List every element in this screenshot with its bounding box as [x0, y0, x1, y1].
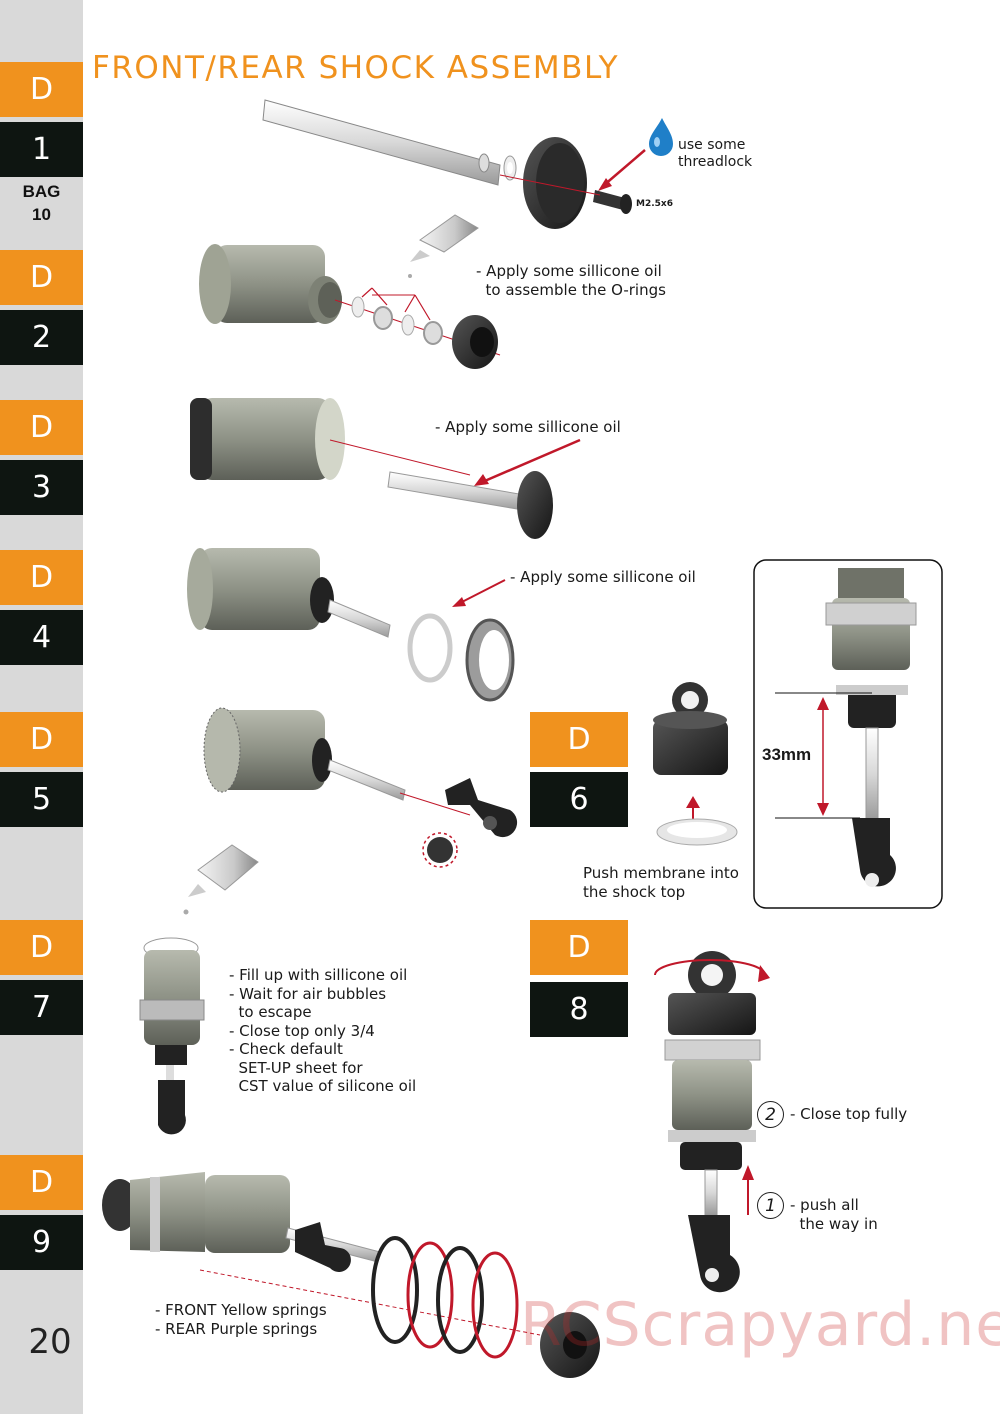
step-d4-note: - Apply some sillicone oil: [510, 568, 696, 586]
step-d7-note: - Fill up with sillicone oil - Wait for …: [229, 966, 417, 1095]
step-d9-letter: D: [0, 1155, 83, 1210]
threadlock-note: use some threadlock: [678, 137, 753, 170]
step-d3-parts: [190, 398, 581, 539]
step-d4-letter: D: [0, 550, 83, 605]
step-d3-note: - Apply some sillicone oil: [435, 418, 621, 436]
step-d1-parts: [262, 99, 673, 229]
step-d7-parts: [139, 844, 259, 1135]
step-d8-number: 8: [530, 982, 628, 1037]
step-d2-letter: D: [0, 250, 83, 305]
step-d8-letter: D: [530, 920, 628, 975]
step-d8-push-note: - push all the way in: [790, 1196, 878, 1233]
step-d1-letter: D: [0, 62, 83, 117]
screw-size-label: M2.5x6: [636, 199, 673, 209]
step-d6-note: Push membrane into the shock top: [583, 864, 739, 901]
step-d9-note: - FRONT Yellow springs - REAR Purple spr…: [155, 1301, 327, 1338]
dimension-label: 33mm: [762, 745, 812, 764]
step-d6-parts: [653, 682, 738, 846]
step-d5-letter: D: [0, 712, 83, 767]
step-d8-close-note: - Close top fully: [790, 1105, 908, 1123]
step-d1-number: 1: [0, 122, 83, 177]
step-circle-2: 2: [757, 1101, 784, 1128]
step-d6-letter: D: [530, 712, 628, 767]
page-title: FRONT/REAR SHOCK ASSEMBLY: [92, 50, 620, 86]
step-d6-number: 6: [530, 772, 628, 827]
step-d2-number: 2: [0, 310, 83, 365]
step-d7-letter: D: [0, 920, 83, 975]
dimension-inset: [753, 559, 943, 909]
step-d2-note: - Apply some sillicone oil to assemble t…: [476, 262, 666, 299]
step-d4-parts: [187, 548, 515, 702]
page-number: 20: [28, 1322, 72, 1362]
watermark: RCScrapyard.net: [520, 1290, 1000, 1360]
step-circle-1: 1: [757, 1192, 784, 1219]
step-d8-parts: [654, 951, 770, 1293]
step-d7-number: 7: [0, 980, 83, 1035]
step-d4-number: 4: [0, 610, 83, 665]
step-d2-parts: [199, 214, 501, 369]
step-d5-parts: [203, 707, 518, 868]
bag-label: BAG: [22, 182, 61, 201]
step-d3-number: 3: [0, 460, 83, 515]
step-d5-number: 5: [0, 772, 83, 827]
bag-number: 10: [32, 205, 51, 224]
step-d9-parts: [102, 1172, 600, 1378]
step-d9-number: 9: [0, 1215, 83, 1270]
step-d3-letter: D: [0, 400, 83, 455]
